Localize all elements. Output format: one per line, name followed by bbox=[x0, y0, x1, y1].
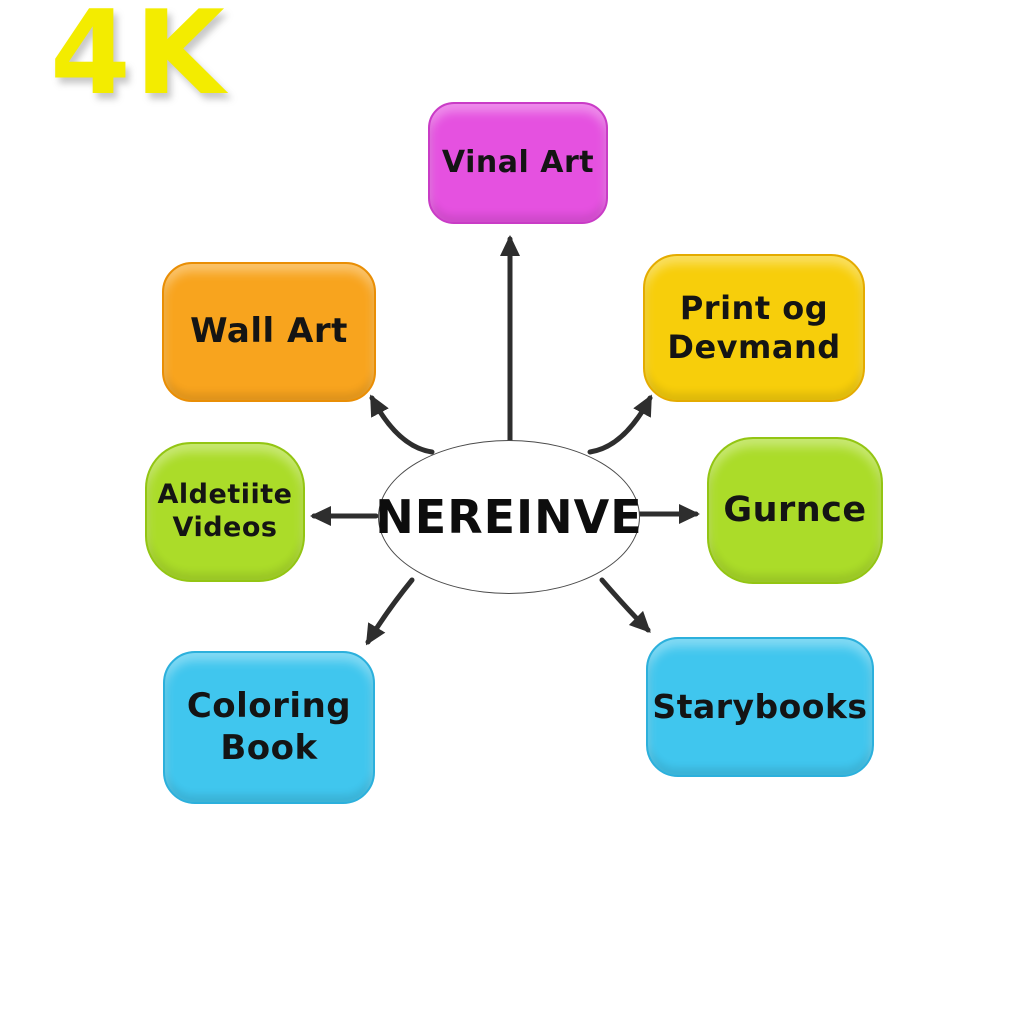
node-adetiite-videos-label: Aldetiite Videos bbox=[157, 479, 293, 543]
node-print-og-devmand-label: Print og Devmand bbox=[667, 288, 841, 366]
node-print-og-devmand: Print og Devmand bbox=[643, 254, 865, 402]
node-vinal-art-label: Vinal Art bbox=[441, 144, 595, 180]
node-gurnce: Gurnce bbox=[707, 437, 883, 584]
node-wall-art: Wall Art bbox=[162, 262, 376, 402]
node-gurnce-label: Gurnce bbox=[723, 490, 867, 531]
arrow-to-coloring-book bbox=[365, 577, 415, 646]
node-wall-art-label: Wall Art bbox=[190, 311, 348, 352]
arrow-to-starybooks bbox=[599, 577, 651, 633]
node-coloring-book-label: Coloring Book bbox=[186, 686, 352, 768]
center-node: NEREINVE bbox=[375, 440, 643, 594]
node-vinal-art: Vinal Art bbox=[428, 102, 608, 224]
4k-badge: 4K bbox=[50, 0, 229, 121]
node-adetiite-videos: Aldetiite Videos bbox=[145, 442, 305, 582]
node-coloring-book: Coloring Book bbox=[163, 651, 375, 804]
arrow-to-wall-art bbox=[369, 394, 435, 455]
node-starybooks: Starybooks bbox=[646, 637, 874, 777]
arrow-to-print-og-devmand bbox=[587, 394, 653, 455]
center-node-label: NEREINVE bbox=[375, 490, 643, 544]
node-starybooks-label: Starybooks bbox=[652, 686, 868, 726]
